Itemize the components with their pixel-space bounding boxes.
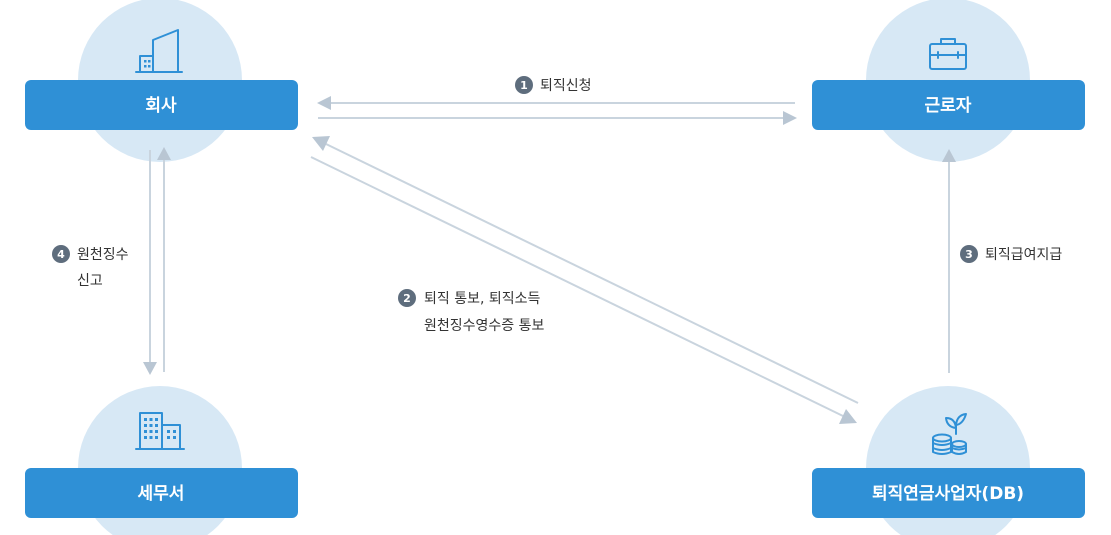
arrow-worker-to-company bbox=[317, 96, 795, 110]
office-building-icon bbox=[135, 412, 185, 450]
company-node: 회사 bbox=[25, 80, 298, 130]
arrow-company-to-provider bbox=[310, 156, 857, 424]
step-3-badge bbox=[960, 245, 978, 263]
step-3-label: 3 퇴직급여지급 bbox=[960, 245, 1062, 263]
step-3-text: 퇴직급여지급 bbox=[985, 247, 1062, 263]
pension-provider-node: 퇴직연금사업자(DB) bbox=[812, 468, 1085, 518]
worker-label: 근로자 bbox=[925, 96, 972, 116]
step-4-badge bbox=[52, 245, 70, 263]
step-2-badge bbox=[398, 289, 416, 307]
tax-office-node: 세무서 bbox=[25, 468, 298, 518]
step-1-text: 퇴직신청 bbox=[540, 78, 592, 94]
arrow-provider-to-worker bbox=[942, 149, 956, 373]
svg-text:2: 2 bbox=[403, 292, 411, 305]
tax-office-label: 세무서 bbox=[138, 484, 185, 504]
step-4-text-line-1: 원천징수 bbox=[77, 247, 129, 263]
step-2-text-line-1: 퇴직 통보, 퇴직소득 bbox=[424, 291, 541, 307]
svg-text:3: 3 bbox=[965, 248, 973, 261]
arrow-company-to-worker bbox=[318, 111, 797, 125]
step-1-label: 1 퇴직신청 bbox=[515, 76, 592, 94]
pension-provider-label: 퇴직연금사업자(DB) bbox=[872, 484, 1024, 504]
briefcase-icon bbox=[929, 38, 967, 70]
svg-text:4: 4 bbox=[57, 248, 65, 261]
step-4-text-line-2: 신고 bbox=[77, 273, 103, 289]
building-icon bbox=[135, 29, 183, 73]
worker-node: 근로자 bbox=[812, 80, 1085, 130]
svg-text:1: 1 bbox=[520, 79, 528, 92]
step-2-label: 2 퇴직 통보, 퇴직소득 원천징수영수증 통보 bbox=[398, 289, 544, 334]
step-1-badge bbox=[515, 76, 533, 94]
arrow-tax-office-to-company bbox=[157, 147, 171, 372]
money-plant-icon bbox=[932, 413, 967, 455]
company-label: 회사 bbox=[145, 96, 177, 116]
step-4-label: 4 원천징수 신고 bbox=[52, 245, 129, 289]
arrow-company-to-tax-office bbox=[143, 150, 157, 375]
step-2-text-line-2: 원천징수영수증 통보 bbox=[424, 318, 544, 334]
arrow-provider-to-company bbox=[312, 136, 859, 404]
